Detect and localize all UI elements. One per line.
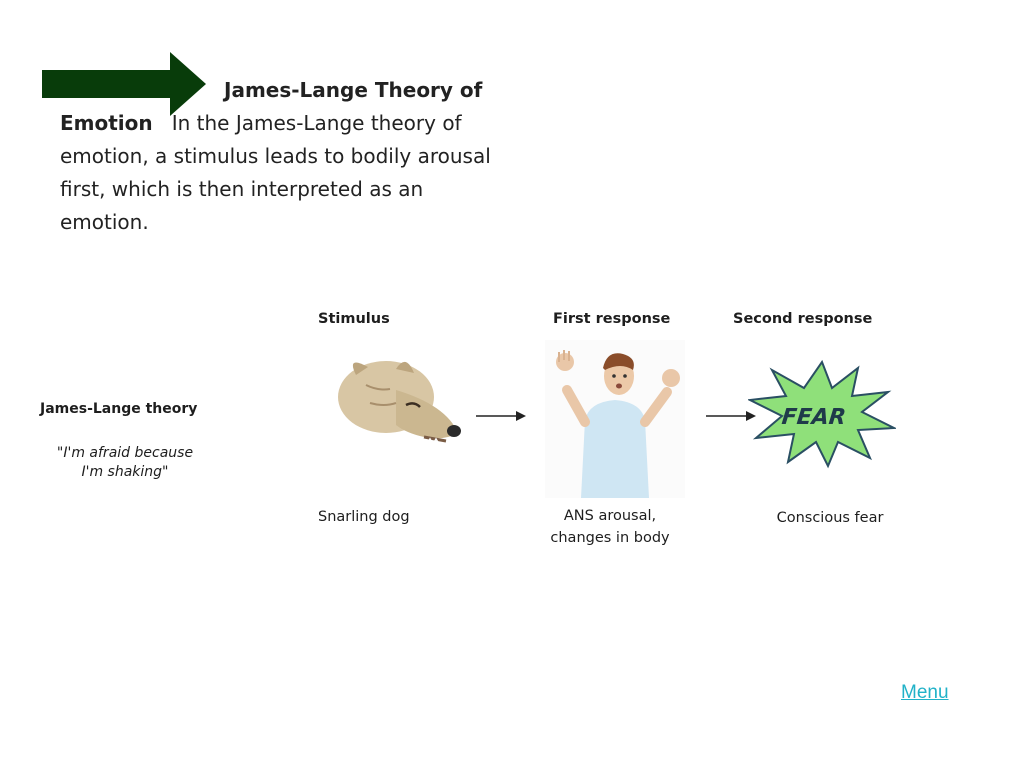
- caption-title: James-Lange Theory of Emotion: [60, 78, 483, 135]
- stimulus-heading: Stimulus: [318, 311, 390, 327]
- first-response-caption-line-2: changes in body: [550, 530, 670, 546]
- theory-quote: "I'm afraid because I'm shaking": [30, 444, 220, 482]
- second-response-heading: Second response: [733, 311, 873, 327]
- fear-burst-text: FEAR: [780, 405, 847, 430]
- caption-body: In the James-Lange theory of emotion, a …: [60, 111, 491, 234]
- frightened-man-illustration: [545, 340, 685, 498]
- stimulus-caption: Snarling dog: [318, 509, 410, 525]
- theory-label: James-Lange theory: [40, 401, 198, 417]
- menu-link[interactable]: Menu: [901, 682, 949, 703]
- quote-line-1: "I'm afraid because: [56, 445, 194, 461]
- fear-burst-illustration: FEAR: [748, 359, 896, 469]
- first-response-caption: ANS arousal, changes in body: [530, 505, 690, 549]
- quote-line-2: I'm shaking": [81, 464, 169, 480]
- snarling-dog-illustration: [338, 361, 461, 446]
- flow-arrow-2-icon: [706, 411, 756, 421]
- caption-block: James-Lange Theory of Emotion In the Jam…: [60, 74, 500, 239]
- right-arrow-icon: [42, 52, 206, 116]
- first-response-heading: First response: [553, 311, 671, 327]
- first-response-caption-line-1: ANS arousal,: [563, 508, 657, 524]
- flow-arrow-1-icon: [476, 411, 526, 421]
- second-response-caption: Conscious fear: [776, 510, 884, 526]
